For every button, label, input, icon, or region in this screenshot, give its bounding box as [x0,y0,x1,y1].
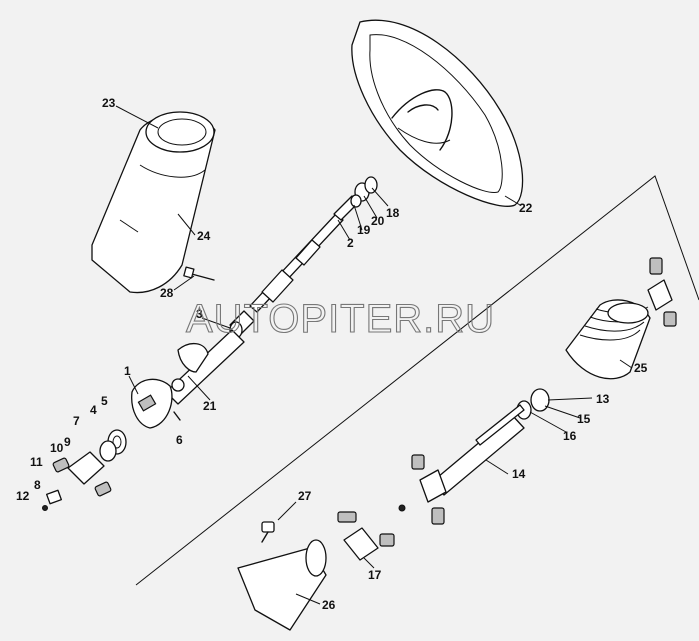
label-19: 19 [357,223,371,237]
universal-joint-flange [131,378,173,429]
label-28: 28 [160,286,174,300]
intermediate-shaft-joint [411,454,447,525]
label-20: 20 [371,214,385,228]
label-21: 21 [203,399,217,413]
shaft-nut-washer-set [350,176,378,208]
label-27: 27 [298,489,312,503]
lower-universal-joint [337,504,406,561]
detail-boundary-line [135,175,699,586]
floor-seal [237,539,327,631]
lower-yoke-assembly [42,451,112,511]
label-17: 17 [368,568,382,582]
label-8: 8 [34,478,41,492]
label-14: 14 [512,467,526,481]
label-5: 5 [101,394,108,408]
column-boot [565,299,651,380]
intermediate-shaft [431,404,525,496]
label-11: 11 [30,455,43,469]
column-bearing [229,310,255,339]
bolt-27 [261,521,275,543]
label-23: 23 [102,96,116,110]
column-shroud [91,111,216,294]
pin-6 [173,411,181,421]
label-9: 9 [64,435,71,449]
column-tube [165,329,245,405]
label-1: 1 [124,364,131,378]
label-25: 25 [634,361,648,375]
label-4: 4 [90,403,97,417]
leader-lines [115,105,633,605]
label-7: 7 [73,414,80,428]
label-13: 13 [596,392,610,406]
upper-right-yoke [647,257,677,327]
label-3: 3 [196,307,203,321]
label-26: 26 [322,598,336,612]
label-22: 22 [519,201,533,215]
label-2: 2 [347,236,354,250]
label-6: 6 [176,433,183,447]
label-24: 24 [197,229,211,243]
bearing-rings [99,429,127,462]
watermark: AUTOPITER.RU [186,297,495,341]
upper-steering-shaft [249,195,360,313]
part-labels: 1 2 3 4 5 6 7 8 9 10 11 12 13 14 15 16 1… [16,96,648,612]
steering-wheel [351,19,524,207]
label-18: 18 [386,206,400,220]
label-16: 16 [563,429,577,443]
label-10: 10 [50,441,64,455]
label-12: 12 [16,489,30,503]
lower-shaft-collars [516,388,550,420]
label-15: 15 [577,412,591,426]
screw-28 [183,266,215,281]
